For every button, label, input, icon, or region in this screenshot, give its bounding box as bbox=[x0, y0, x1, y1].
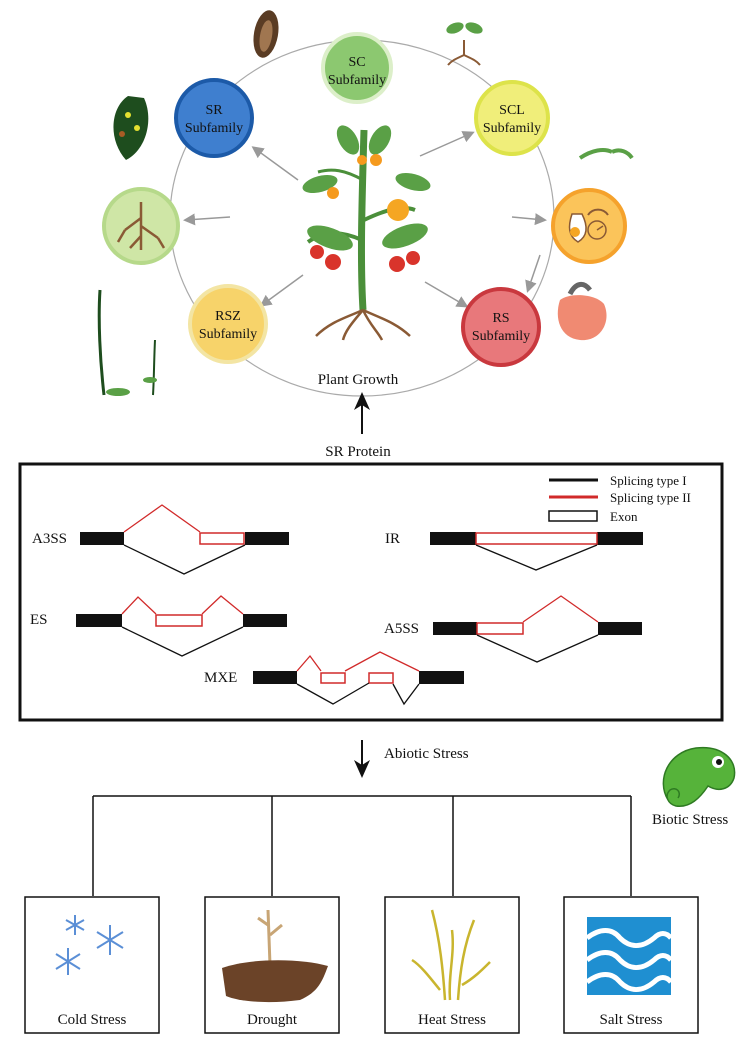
up-arrow-icon bbox=[354, 392, 370, 434]
sr-sublabel: Subfamily bbox=[185, 121, 243, 136]
event-mxe: MXE bbox=[204, 651, 464, 706]
diseased-leaf-icon bbox=[113, 96, 149, 160]
legend: Splicing type I Splicing type II Exon bbox=[548, 473, 691, 524]
plant-arrows bbox=[183, 131, 547, 308]
sr-label: SR bbox=[205, 103, 223, 118]
ir-label: IR bbox=[385, 531, 400, 547]
cold-stress-label: Cold Stress bbox=[58, 1012, 127, 1028]
event-a3ss: A3SS bbox=[32, 504, 289, 575]
leaf-sprig-icon bbox=[578, 148, 634, 160]
heat-stress-box: Heat Stress bbox=[384, 896, 520, 1034]
legend-exon: Exon bbox=[610, 509, 638, 524]
rs-circle: RS Subfamily bbox=[461, 287, 541, 367]
gauge-circle bbox=[551, 188, 627, 264]
event-a5ss: A5SS bbox=[384, 595, 642, 663]
biotic-stress-label: Biotic Stress bbox=[652, 812, 728, 828]
abiotic-stress-label: Abiotic Stress bbox=[384, 746, 469, 762]
seedling-icon bbox=[446, 22, 483, 66]
sc-sublabel: Subfamily bbox=[328, 73, 386, 88]
cold-stress-box: Cold Stress bbox=[24, 896, 160, 1034]
rsz-sublabel: Subfamily bbox=[199, 327, 257, 342]
rs-sublabel: Subfamily bbox=[472, 329, 530, 344]
rsz-label: RSZ bbox=[215, 309, 241, 324]
a5ss-label: A5SS bbox=[384, 621, 419, 637]
scl-label: SCL bbox=[499, 103, 525, 118]
plant-illustration bbox=[302, 125, 431, 341]
event-ir: IR bbox=[385, 531, 643, 571]
sc-label: SC bbox=[348, 55, 365, 70]
sr-protein-label: SR Protein bbox=[325, 444, 391, 460]
salt-stress-box: Salt Stress bbox=[563, 896, 699, 1034]
a3ss-label: A3SS bbox=[32, 531, 67, 547]
mxe-label: MXE bbox=[204, 670, 237, 686]
sc-circle: SC Subfamily bbox=[321, 32, 393, 104]
drought-label: Drought bbox=[247, 1012, 298, 1028]
sr-circle: SR Subfamily bbox=[174, 78, 254, 158]
es-label: ES bbox=[30, 612, 48, 628]
wave-icon bbox=[585, 917, 673, 995]
legend-type1: Splicing type I bbox=[610, 473, 687, 488]
event-es: ES bbox=[30, 595, 287, 657]
scl-circle: SCL Subfamily bbox=[474, 80, 550, 156]
legend-type2: Splicing type II bbox=[610, 490, 691, 505]
rsz-circle: RSZ Subfamily bbox=[188, 284, 268, 364]
salt-stress-label: Salt Stress bbox=[600, 1012, 663, 1028]
wheat-icon bbox=[411, 909, 491, 1001]
splicing-panel: Splicing type I Splicing type II Exon A3… bbox=[18, 462, 724, 722]
root-circle bbox=[102, 187, 180, 265]
chameleon-icon bbox=[662, 746, 736, 807]
plant-growth-label: Plant Growth bbox=[318, 372, 399, 388]
snowflake-icon bbox=[55, 915, 124, 975]
seed-icon bbox=[253, 10, 279, 58]
peach-icon bbox=[557, 282, 607, 341]
rs-label: RS bbox=[492, 311, 509, 326]
down-arrow-icon bbox=[354, 740, 370, 778]
tall-plant-icon bbox=[97, 289, 157, 396]
stress-tree bbox=[92, 795, 632, 896]
scl-sublabel: Subfamily bbox=[483, 121, 541, 136]
drought-box: Drought bbox=[204, 896, 340, 1034]
heat-stress-label: Heat Stress bbox=[418, 1012, 486, 1028]
